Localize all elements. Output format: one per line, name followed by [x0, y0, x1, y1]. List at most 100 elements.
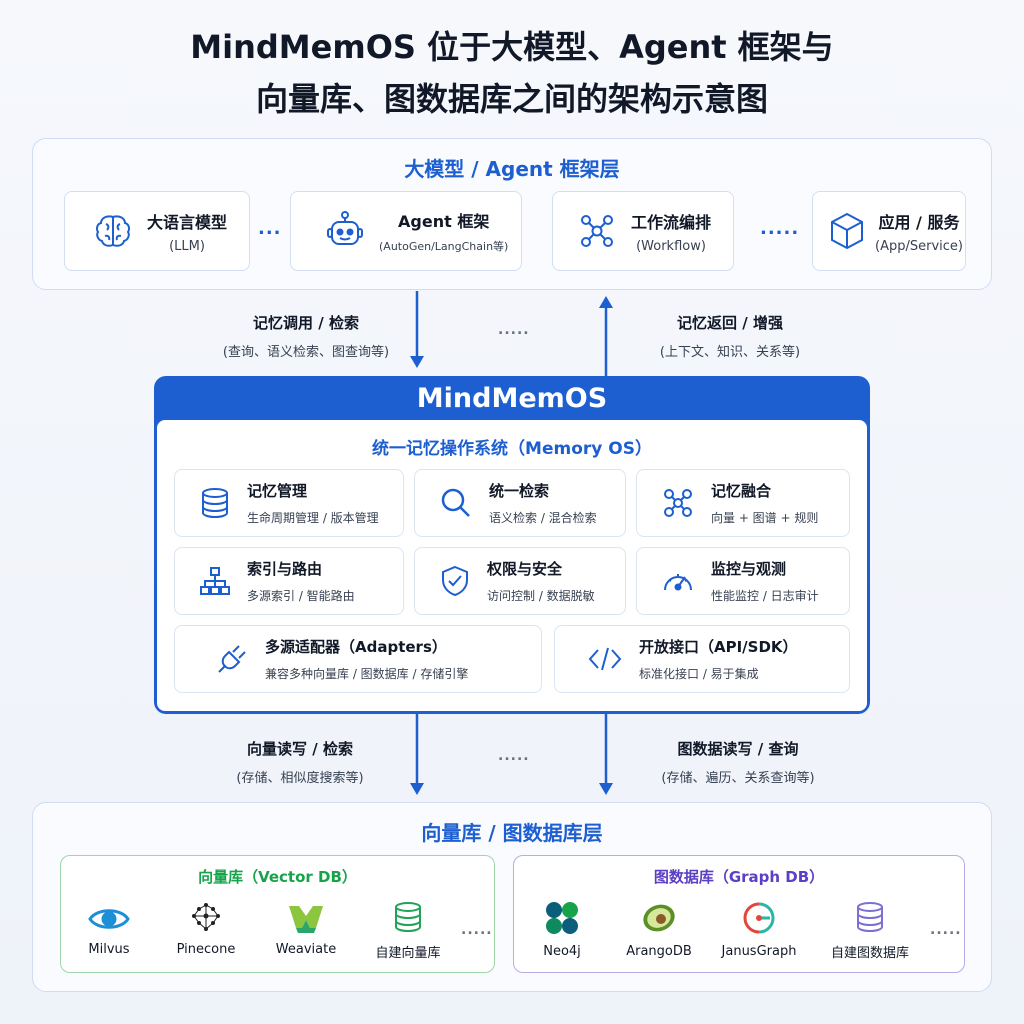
db-item-neo4j: Neo4j	[517, 900, 607, 959]
graph-dots: .....	[930, 922, 962, 938]
module-open-api: 开放接口（API/SDK） 标准化接口 / 易于集成	[554, 625, 850, 693]
module-index-routing-sub: 多源索引 / 智能路由	[247, 589, 355, 603]
lower-right-flow-sub: (存储、遍历、关系查询等)	[661, 771, 815, 786]
db-label-milvus: Milvus	[88, 942, 130, 957]
shield-icon	[442, 565, 468, 597]
database-icon	[857, 902, 883, 933]
module-memory-fusion: 记忆融合 向量 + 图谱 + 规则	[636, 469, 850, 537]
down-arrow-top	[410, 291, 424, 368]
gauge-icon	[664, 574, 692, 591]
vector-db-panel: 向量库（Vector DB） Milvus Pinecone Weaviate …	[60, 855, 495, 973]
down-arrow-bottom-left	[410, 714, 424, 795]
module-open-api-title: 开放接口（API/SDK）	[639, 638, 798, 656]
module-memory-fusion-title: 记忆融合	[711, 482, 772, 500]
vector-dots: .....	[461, 922, 493, 938]
pinecone-icon	[192, 903, 220, 931]
db-label-arangodb: ArangoDB	[626, 944, 692, 959]
module-adapters-title: 多源适配器（Adapters）	[265, 638, 447, 656]
avocado-icon	[643, 904, 675, 932]
top-layer-title: 大模型 / Agent 框架层	[404, 157, 620, 181]
up-arrow-top	[599, 296, 613, 376]
db-label-self-vector: 自建向量库	[375, 946, 441, 961]
core-subtitle: 统一记忆操作系统（Memory OS）	[372, 439, 652, 459]
hierarchy-icon	[200, 567, 230, 595]
lower-left-flow-main: 向量读写 / 检索	[247, 740, 353, 758]
upper-right-flow-sub: (上下文、知识、关系等)	[659, 345, 801, 360]
graph-db-title: 图数据库（Graph DB）	[653, 868, 825, 886]
module-access-security: 权限与安全 访问控制 / 数据脱敏	[414, 547, 626, 615]
db-item-self-vector: 自建向量库	[363, 900, 453, 961]
db-item-janusgraph: JanusGraph	[714, 900, 804, 959]
title-line-1: MindMemOS 位于大模型、Agent 框架与	[190, 28, 834, 66]
lower-left-flow-sub: (存储、相似度搜索等)	[236, 771, 364, 786]
db-item-self-graph: 自建图数据库	[824, 900, 916, 961]
module-unified-search-sub: 语义检索 / 混合检索	[489, 511, 597, 525]
db-item-weaviate: Weaviate	[261, 900, 351, 957]
upper-right-flow-label: 记忆返回 / 增强 (上下文、知识、关系等)	[630, 312, 830, 360]
db-label-self-graph: 自建图数据库	[830, 946, 909, 961]
card-llm: 大语言模型 (LLM)	[64, 191, 250, 271]
search-icon	[441, 488, 470, 517]
top-dots-a: ...	[258, 218, 282, 239]
lower-right-flow-label: 图数据读写 / 查询 (存储、遍历、关系查询等)	[628, 738, 848, 786]
bottom-layer-title: 向量库 / 图数据库层	[421, 821, 603, 845]
graph-db-panel: 图数据库（Graph DB） Neo4j ArangoDB Janus	[513, 855, 965, 973]
vector-db-title: 向量库（Vector DB）	[198, 868, 357, 886]
card-llm-title: 大语言模型	[147, 212, 228, 232]
title-line-2: 向量库、图数据库之间的架构示意图	[255, 80, 768, 118]
module-index-routing-title: 索引与路由	[247, 560, 323, 578]
module-unified-search: 统一检索 语义检索 / 混合检索	[414, 469, 626, 537]
card-workflow-sub: (Workflow)	[636, 238, 706, 254]
down-arrow-bottom-right	[599, 714, 613, 795]
weaviate-icon	[289, 906, 323, 933]
workflow-icon	[581, 215, 613, 247]
lower-left-flow-label: 向量读写 / 检索 (存储、相似度搜索等)	[200, 738, 400, 786]
module-open-api-sub: 标准化接口 / 易于集成	[639, 667, 759, 681]
database-icon	[395, 902, 421, 933]
cube-icon	[831, 212, 863, 250]
db-item-arangodb: ArangoDB	[614, 900, 704, 959]
card-app-sub: (App/Service)	[875, 238, 963, 254]
card-agent: Agent 框架 (AutoGen/LangChain等)	[290, 191, 522, 271]
module-unified-search-title: 统一检索	[489, 482, 550, 500]
upper-right-flow-main: 记忆返回 / 增强	[677, 314, 783, 332]
module-memory-management: 记忆管理 生命周期管理 / 版本管理	[174, 469, 404, 537]
db-label-pinecone: Pinecone	[176, 942, 236, 957]
diagram-title: MindMemOS 位于大模型、Agent 框架与 向量库、图数据库之间的架构示…	[0, 24, 1024, 122]
code-icon	[588, 647, 622, 671]
lower-flow-dots: .....	[498, 748, 530, 764]
module-monitoring-sub: 性能监控 / 日志审计	[711, 589, 819, 603]
upper-left-flow-label: 记忆调用 / 检索 (查询、语义检索、图查询等)	[206, 312, 406, 360]
module-adapters: 多源适配器（Adapters） 兼容多种向量库 / 图数据库 / 存储引擎	[174, 625, 542, 693]
module-memory-management-title: 记忆管理	[247, 482, 308, 500]
lower-right-flow-main: 图数据读写 / 查询	[677, 740, 799, 758]
module-access-security-sub: 访问控制 / 数据脱敏	[487, 589, 595, 603]
db-item-pinecone: Pinecone	[161, 900, 251, 957]
card-app: 应用 / 服务 (App/Service)	[812, 191, 966, 271]
db-item-milvus: Milvus	[64, 904, 154, 957]
plug-icon	[218, 645, 246, 673]
database-icon	[202, 488, 228, 519]
top-dots-b: .....	[760, 218, 800, 239]
card-agent-title: Agent 框架	[398, 212, 490, 231]
core-name: MindMemOS	[416, 383, 608, 414]
module-access-security-title: 权限与安全	[487, 560, 563, 578]
module-memory-management-sub: 生命周期管理 / 版本管理	[247, 511, 379, 525]
card-llm-sub: (LLM)	[169, 238, 205, 254]
robot-icon	[327, 211, 363, 245]
module-monitoring-title: 监控与观测	[711, 560, 787, 578]
card-workflow-title: 工作流编排	[631, 212, 712, 232]
upper-flow-dots: .....	[498, 322, 530, 338]
janusgraph-icon	[743, 902, 775, 934]
upper-left-flow-sub: (查询、语义检索、图查询等)	[222, 345, 390, 360]
card-app-title: 应用 / 服务	[878, 212, 960, 232]
module-monitoring: 监控与观测 性能监控 / 日志审计	[636, 547, 850, 615]
db-label-weaviate: Weaviate	[275, 942, 337, 957]
brain-icon	[96, 215, 130, 247]
module-memory-fusion-sub: 向量 + 图谱 + 规则	[711, 511, 819, 525]
db-label-janusgraph: JanusGraph	[721, 944, 797, 959]
neo4j-icon	[546, 902, 578, 934]
card-workflow: 工作流编排 (Workflow)	[552, 191, 734, 271]
card-agent-sub: (AutoGen/LangChain等)	[379, 240, 509, 253]
db-label-neo4j: Neo4j	[543, 944, 581, 959]
